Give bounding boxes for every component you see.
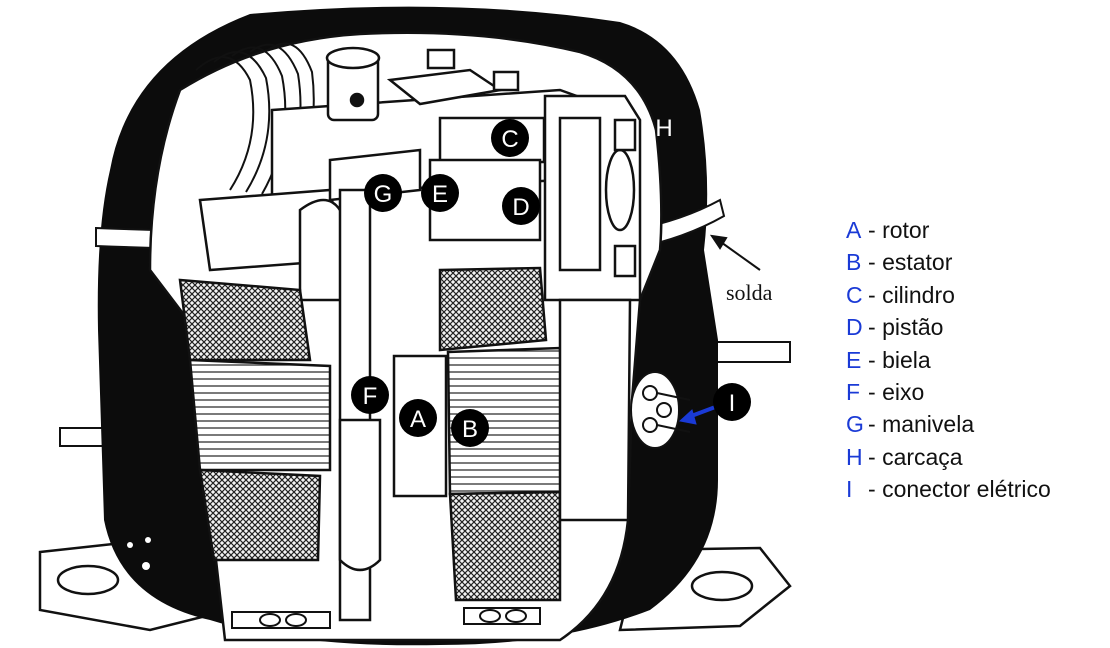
legend-description: pistão: [882, 314, 944, 341]
legend-separator: -: [868, 249, 876, 276]
svg-text:B: B: [462, 416, 478, 443]
marker-h: H: [655, 115, 672, 142]
legend-letter: I: [846, 476, 853, 503]
marker-f: F: [351, 376, 389, 414]
legend-row: E- biela: [846, 344, 1051, 376]
legend-row: A- rotor: [846, 214, 1051, 246]
marker-d: D: [502, 187, 540, 225]
shell-marks: [127, 537, 151, 570]
connector-arrow: [678, 404, 719, 425]
svg-text:C: C: [501, 126, 518, 153]
marker-e: E: [421, 174, 459, 212]
svg-text:G: G: [374, 181, 393, 208]
legend-description: estator: [882, 249, 953, 276]
svg-text:H: H: [655, 115, 672, 142]
legend-letter: D: [846, 314, 863, 341]
legend-row: H- carcaça: [846, 441, 1051, 473]
crankcase: [198, 46, 642, 302]
legend-letter: C: [846, 281, 863, 308]
legend-separator: -: [868, 217, 876, 243]
legend-description: rotor: [882, 217, 930, 243]
legend-row: C- cilindro: [846, 279, 1051, 311]
solda-arrow: [709, 234, 761, 271]
legend-row: G- manivela: [846, 408, 1051, 440]
electrical-connector: [630, 371, 691, 449]
marker-a: A: [399, 399, 437, 437]
legend-separator: -: [868, 378, 876, 405]
solda-label: solda: [726, 280, 773, 305]
legend-description: biela: [882, 346, 931, 373]
legend-letter: G: [846, 411, 864, 438]
marker-i: I: [713, 383, 751, 421]
legend-letter: H: [846, 443, 863, 470]
legend: A- rotor B- estator C- cilindro D- pistã…: [846, 214, 1051, 506]
legend-separator: -: [868, 314, 876, 341]
legend-letter: F: [846, 378, 861, 405]
svg-text:I: I: [729, 390, 736, 417]
legend-letter: E: [846, 346, 862, 373]
legend-row: I- conector elétrico: [846, 473, 1051, 505]
legend-separator: -: [868, 346, 876, 373]
legend-row: D- pistão: [846, 311, 1051, 343]
svg-text:F: F: [363, 383, 378, 410]
svg-text:D: D: [512, 194, 529, 221]
legend-separator: -: [868, 281, 876, 308]
legend-description: carcaça: [882, 443, 963, 470]
legend-letter: A: [846, 217, 862, 243]
marker-g: G: [364, 174, 402, 212]
svg-text:A: A: [410, 406, 426, 433]
marker-b: B: [451, 409, 489, 447]
legend-letter: B: [846, 249, 862, 276]
legend-description: eixo: [882, 378, 925, 405]
legend-separator: -: [868, 476, 876, 503]
bottom-tubes: [231, 607, 541, 629]
svg-text:E: E: [432, 181, 448, 208]
marker-c: C: [491, 119, 529, 157]
stator: [178, 266, 632, 602]
legend-description: cilindro: [882, 281, 955, 308]
legend-separator: -: [868, 411, 876, 438]
legend-row: F- eixo: [846, 376, 1051, 408]
legend-description: conector elétrico: [882, 476, 1051, 503]
legend-separator: -: [868, 443, 876, 470]
legend-row: B- estator: [846, 246, 1051, 278]
legend-description: manivela: [882, 411, 975, 438]
